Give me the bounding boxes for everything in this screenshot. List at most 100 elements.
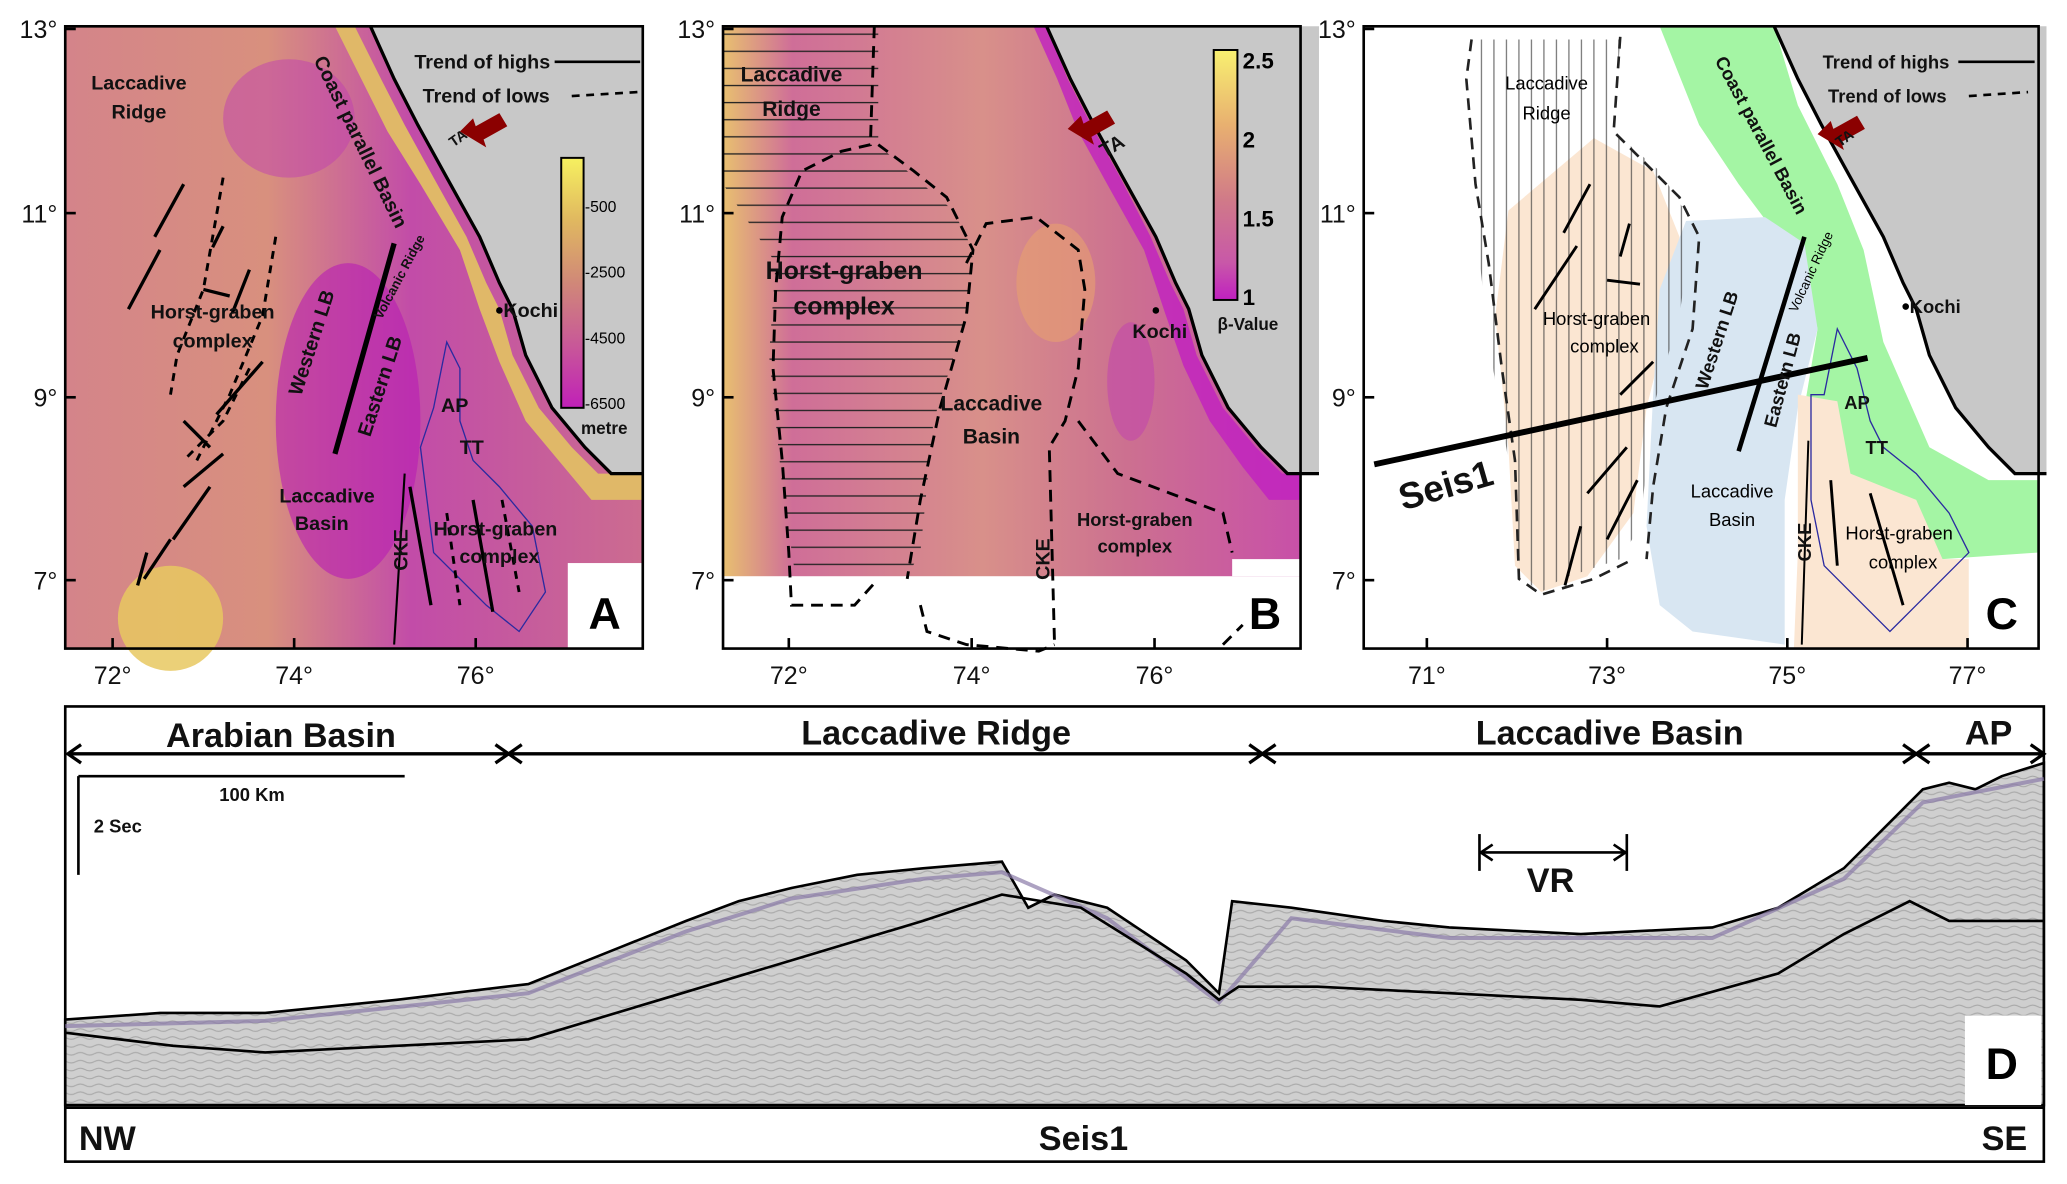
- lat-tick-label: 13°: [677, 16, 715, 44]
- colorbar-tick-label: -500: [585, 199, 617, 216]
- label-horst-graben: complex: [793, 292, 894, 320]
- label-laccadive-ridge: Ridge: [112, 101, 167, 123]
- legend-lows-label: Trend of lows: [1828, 86, 1947, 107]
- colorbar-tick-label: -6500: [585, 396, 626, 413]
- lat-tick-label: 9°: [1332, 385, 1356, 413]
- label-laccadive-basin: Laccadive: [941, 392, 1043, 415]
- label-horst-graben-se: complex: [1869, 551, 1938, 572]
- letter-box: [567, 563, 643, 649]
- lon-tick-label: 74°: [275, 662, 313, 690]
- ta-arrow-icon: [1817, 115, 1865, 150]
- lon-tick-label: 72°: [770, 662, 808, 690]
- seis1-profile-line[interactable]: [1373, 354, 1869, 468]
- lat-tick-label: 11°: [21, 200, 57, 228]
- panel-d-labels: Arabian Basin Laccadive Ridge Laccadive …: [79, 715, 2027, 1158]
- horst-graben-se-area: [1793, 394, 1969, 649]
- lat-tick-label: 13°: [20, 16, 58, 44]
- trend-of-highs-lines: [126, 183, 495, 613]
- legend-highs-label: Trend of highs: [414, 51, 550, 73]
- label-laccadive-basin: Laccadive: [279, 486, 374, 508]
- lon-tick-label: 71°: [1408, 662, 1446, 690]
- label-horst-graben-se: Horst-graben: [1845, 522, 1952, 543]
- shelf-band: [334, 26, 643, 500]
- vr-label: VR: [1527, 862, 1575, 900]
- lat-tick-label: 9°: [691, 385, 715, 413]
- kochi-marker: [1152, 307, 1160, 314]
- lat-tick-label: 13°: [1318, 16, 1356, 44]
- scale-km-label: 100 Km: [219, 784, 284, 805]
- label-tt: TT: [1866, 437, 1889, 458]
- se-label: SE: [1982, 1120, 2028, 1158]
- colorbar-unit: metre: [581, 419, 628, 438]
- panel-letter-c: C: [1986, 590, 2018, 639]
- label-laccadive-basin: Laccadive: [1691, 480, 1774, 501]
- label-laccadive-ridge: Ridge: [1523, 103, 1571, 124]
- scale-bar: [77, 774, 405, 875]
- label-ap: AP: [1844, 392, 1870, 413]
- label-horst-graben-se: Horst-graben: [1077, 509, 1193, 530]
- label-tt: TT: [460, 437, 484, 459]
- legend-lows-label: Trend of lows: [423, 86, 550, 108]
- label-laccadive-basin: Basin: [295, 513, 349, 535]
- deep-basin: [275, 263, 421, 579]
- ta-arrow-icon: [459, 113, 508, 148]
- label-ap: AP: [441, 395, 468, 417]
- legend-lows-line: [1968, 90, 2029, 98]
- lon-tick-label: 72°: [94, 662, 132, 690]
- label-cke: CKE: [1032, 538, 1054, 580]
- panel-letter-a: A: [588, 590, 620, 639]
- cke-line: [1800, 440, 1810, 645]
- kochi-marker: [1902, 303, 1910, 310]
- colorbar-tick-label: 1: [1243, 285, 1255, 310]
- panel-letter-b: B: [1249, 590, 1281, 639]
- lat-tick-label: 7°: [691, 567, 715, 595]
- label-horst-graben-se: Horst-graben: [434, 518, 558, 540]
- lon-tick-label: 74°: [953, 662, 991, 690]
- panel-d: [63, 705, 2047, 1163]
- lat-tick-label: 11°: [1320, 200, 1356, 228]
- nw-label: NW: [79, 1120, 137, 1158]
- label-horst-graben: Horst-graben: [151, 301, 275, 323]
- panel-letter-d: D: [1986, 1040, 2018, 1089]
- cruise-track: [419, 340, 547, 633]
- colorbar: [1212, 49, 1239, 301]
- label-kochi: Kochi: [1132, 321, 1187, 343]
- label-laccadive-basin: Basin: [1709, 509, 1755, 530]
- lon-tick-label: 76°: [1136, 662, 1174, 690]
- panel-a: [63, 24, 645, 671]
- trend-of-lows-lines: [169, 177, 521, 606]
- ridge-hatch: [1475, 39, 1693, 592]
- shallow-patch: [117, 565, 224, 671]
- ta-arrow-icon: [1067, 110, 1116, 145]
- letter-box: [1968, 559, 2039, 649]
- label-laccadive-ridge: Laccadive: [1505, 72, 1588, 93]
- label-laccadive-basin: Basin: [963, 425, 1020, 448]
- label-horst-graben: complex: [173, 330, 253, 352]
- colorbar-ticks: -500-2500-4500-6500: [585, 199, 626, 413]
- region-laccadive-basin: Laccadive Basin: [1476, 715, 1744, 753]
- seismic-section: [63, 761, 2046, 1107]
- deep-north: [223, 59, 355, 178]
- region-arabian-basin: Arabian Basin: [166, 717, 396, 755]
- map-frame: [721, 24, 1302, 650]
- colorbar: [560, 156, 585, 409]
- seafloor-reflector: [65, 776, 2045, 1029]
- colorbar-tick-label: 1.5: [1243, 206, 1274, 231]
- map-frame: [1362, 24, 2040, 650]
- lat-tick-label: 11°: [679, 200, 715, 228]
- ridge-hatch: [723, 26, 973, 577]
- colorbar-tick-label: -2500: [585, 265, 626, 282]
- trend-of-highs-lines: [1533, 183, 1905, 606]
- label-kochi: Kochi: [503, 300, 558, 322]
- panel-b-labels: Laccadive Ridge Horst-graben complex Lac…: [741, 48, 1282, 638]
- lon-tick-label: 76°: [457, 662, 495, 690]
- lat-tick-label: 7°: [1332, 567, 1356, 595]
- laccadive-basin-area: [1646, 217, 1818, 645]
- label-laccadive-ridge: Laccadive: [91, 72, 186, 94]
- lon-tick-label: 75°: [1768, 662, 1806, 690]
- lat-tick-label: 7°: [33, 567, 57, 595]
- cruise-track: [1810, 326, 1970, 633]
- label-kochi: Kochi: [1910, 296, 1961, 317]
- label-horst-graben: Horst-graben: [1543, 308, 1650, 329]
